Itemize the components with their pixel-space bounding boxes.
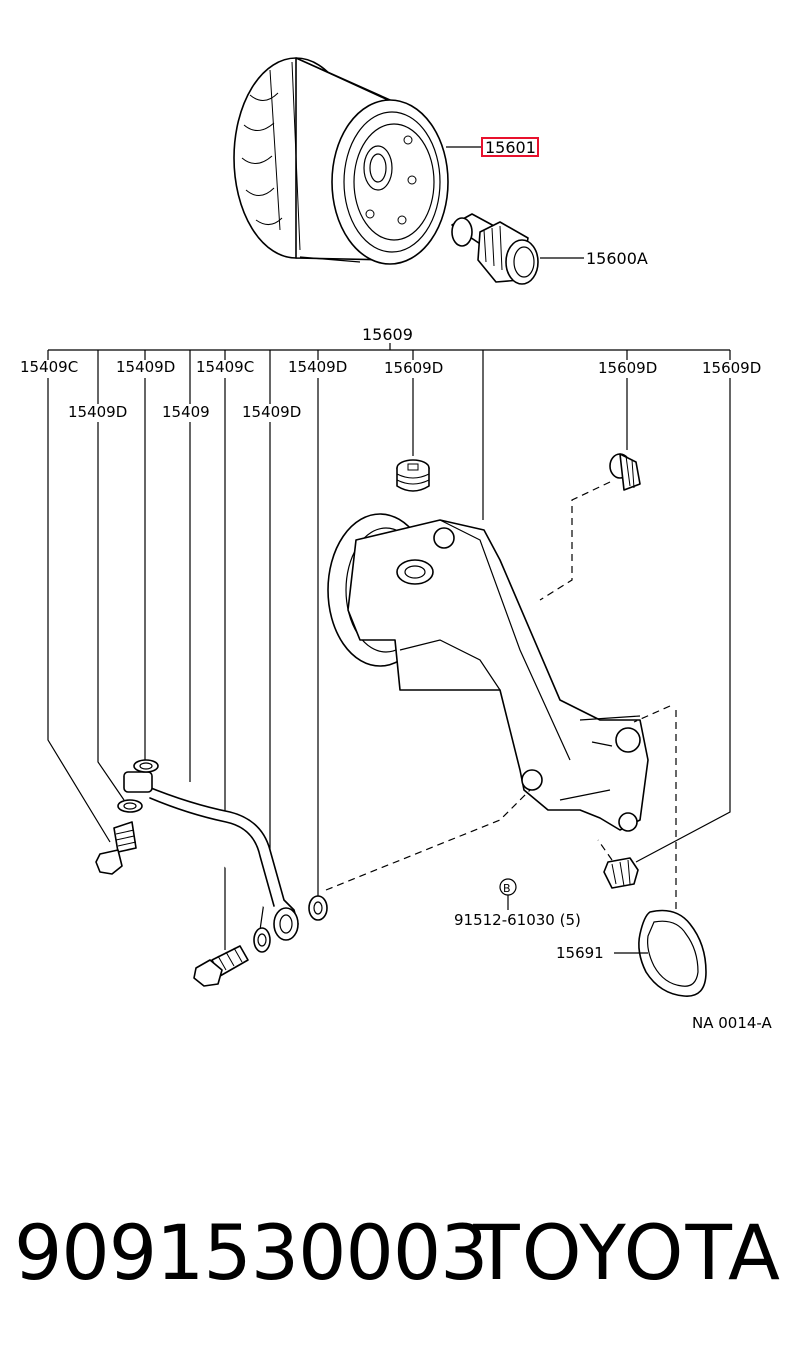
dashed-guides <box>325 481 677 926</box>
plug-right-drawing <box>609 453 641 491</box>
oil-filter-drawing <box>233 57 449 265</box>
caption-bar: 9091530003 TOYOTA <box>0 1200 800 1310</box>
label-second-2: 15409 <box>162 403 210 421</box>
label-top-6: 15609D <box>598 359 657 377</box>
union-bolt-lower-drawing <box>193 945 249 987</box>
caption-part-number: 9091530003 <box>14 1208 489 1297</box>
label-top-3: 15409C <box>196 358 254 376</box>
label-gasket: 15691 <box>556 944 604 962</box>
washer-right-drawing <box>308 895 328 921</box>
label-oil-filter: 15601 <box>485 138 536 157</box>
label-union: 15600A <box>586 249 648 268</box>
union-drawing <box>451 213 539 285</box>
label-top-7: 15609D <box>702 359 761 377</box>
label-top-5: 15609D <box>384 359 443 377</box>
label-top-4: 15409D <box>288 358 347 376</box>
union-bolt-upper-drawing <box>95 821 137 875</box>
parts-diagram: 15601 15600A 15609 15409C 15409D 15409C … <box>20 57 773 1032</box>
washer-left-drawing <box>117 799 143 813</box>
washer-lower-drawing <box>253 927 271 953</box>
label-figure-code: NA 0014-A <box>692 1014 773 1032</box>
plug-bottom-drawing <box>603 857 639 889</box>
oil-filter-bracket-drawing <box>327 513 649 832</box>
label-top-2: 15409D <box>116 358 175 376</box>
label-bolt-b: B <box>503 882 511 895</box>
label-bracket-assembly: 15609 <box>362 325 413 344</box>
washer-upper-drawing <box>133 759 159 773</box>
oil-pipe-drawing <box>123 771 299 941</box>
label-bolt-number: 91512-61030 (5) <box>454 911 581 929</box>
label-top-1: 15409C <box>20 358 78 376</box>
plug-left-drawing <box>396 459 430 492</box>
label-second-1: 15409D <box>68 403 127 421</box>
highlight-box-15601 <box>481 137 539 157</box>
caption-brand: TOYOTA <box>473 1208 782 1297</box>
label-second-3: 15409D <box>242 403 301 421</box>
gasket-drawing <box>638 909 707 997</box>
